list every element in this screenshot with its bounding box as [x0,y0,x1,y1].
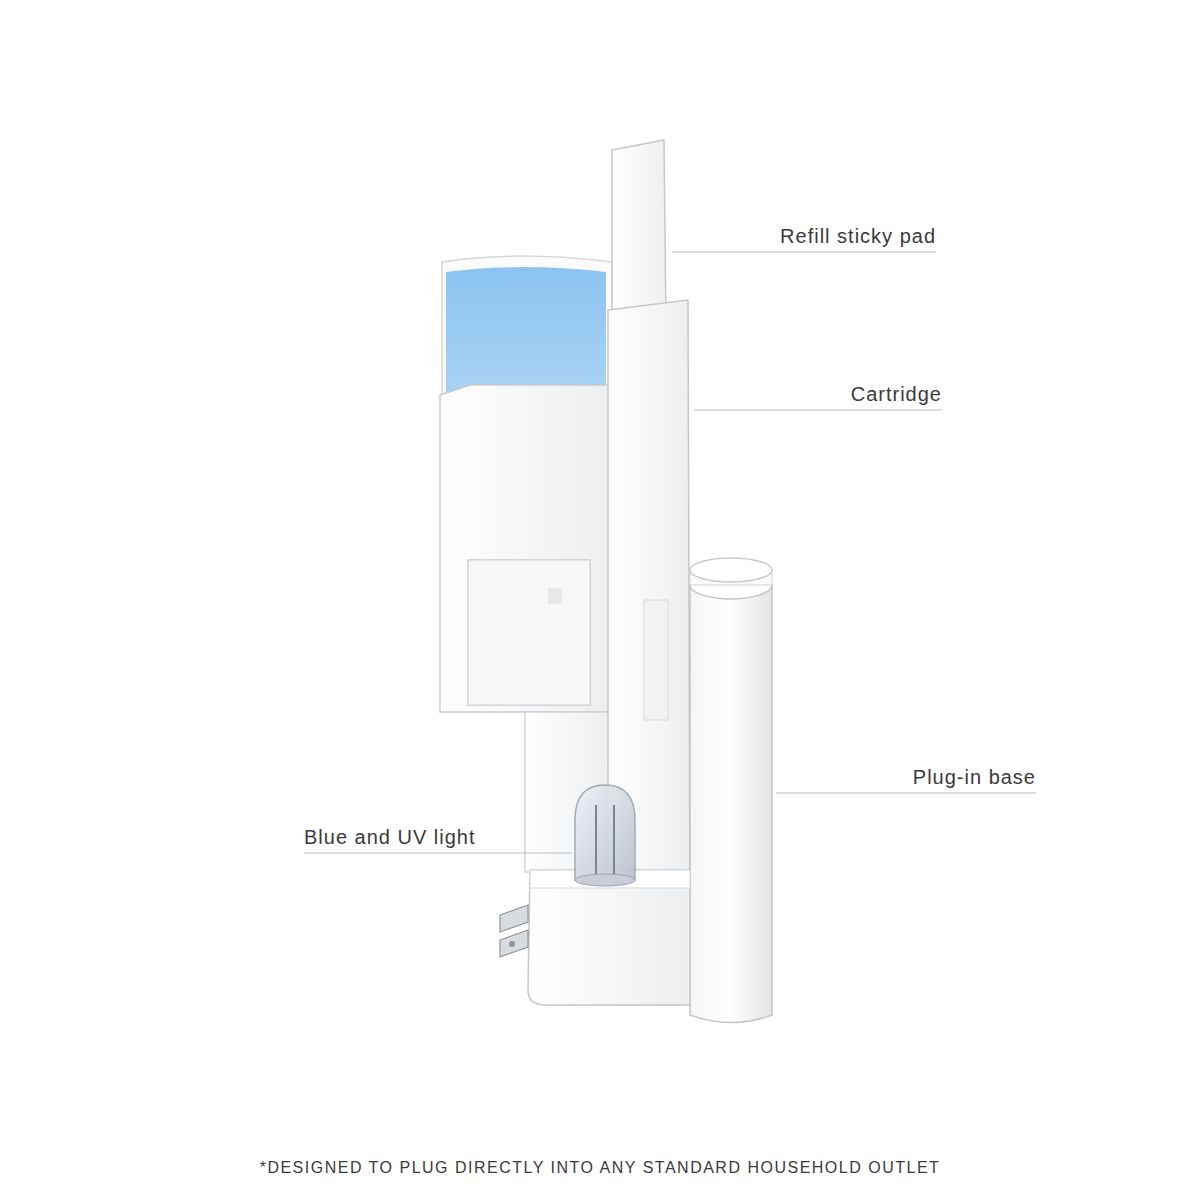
pad-frame [440,385,610,712]
plug-in-base-column [690,558,772,1023]
leader-line [304,852,572,853]
part-label: Refill sticky pad [780,224,936,248]
leader-lines [304,252,1036,853]
part-label: Cartridge [851,382,942,406]
base-socket [528,870,690,1005]
uv-bulb [575,785,635,886]
part-label: Blue and UV light [304,825,476,849]
part-label: Plug-in base [913,765,1036,789]
plug-prongs [500,905,528,957]
leader-line [694,409,942,410]
leader-line [672,251,936,252]
caption: *DESIGNED TO PLUG DIRECTLY INTO ANY STAN… [20,1158,1180,1178]
leader-line [776,792,1036,793]
